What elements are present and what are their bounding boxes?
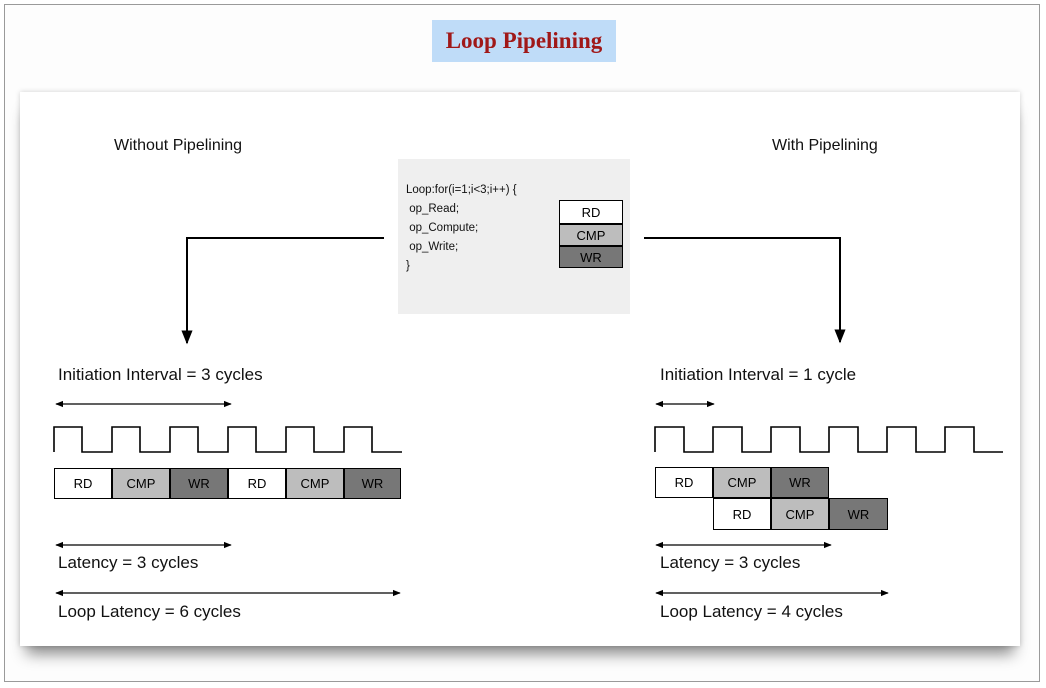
code-line: op_Compute; (406, 222, 479, 234)
legend-stage-wr: WR (559, 246, 623, 268)
right-loop-latency: Loop Latency = 4 cycles (660, 602, 843, 621)
right-heading: With Pipelining (772, 137, 878, 154)
legend-stage-rd: RD (559, 200, 623, 224)
left-flow-arrow (181, 237, 384, 345)
right-stage-wr: WR (829, 498, 888, 530)
right-stage-rd: RD (713, 498, 771, 530)
right-initiation-interval: Initiation Interval = 1 cycle (660, 365, 857, 384)
right-clock-waveform (654, 426, 1003, 453)
left-stage-cmp: CMP (286, 468, 344, 499)
left-clock-waveform (53, 426, 402, 453)
code-line: op_Write; (406, 241, 459, 253)
page-title: Loop Pipelining (432, 20, 616, 62)
left-initiation-interval: Initiation Interval = 3 cycles (58, 365, 263, 384)
left-stage-rd: RD (228, 468, 286, 499)
legend-stage-cmp: CMP (559, 224, 623, 246)
right-stage-cmp: CMP (713, 467, 771, 498)
right-flow-arrow (644, 237, 846, 344)
code-line: Loop:for(i=1;i<3;i++) { (406, 184, 517, 196)
left-stage-rd: RD (54, 468, 112, 499)
right-latency: Latency = 3 cycles (660, 553, 801, 572)
code-line: } (406, 260, 410, 272)
left-stage-cmp: CMP (112, 468, 170, 499)
right-stage-rd: RD (655, 467, 713, 498)
left-loop-latency: Loop Latency = 6 cycles (58, 602, 241, 621)
right-stage-wr: WR (771, 467, 829, 498)
left-heading: Without Pipelining (114, 137, 243, 154)
right-stage-cmp: CMP (771, 498, 829, 530)
left-stage-wr: WR (344, 468, 401, 499)
left-stage-wr: WR (170, 468, 228, 499)
left-latency: Latency = 3 cycles (58, 553, 199, 572)
code-line: op_Read; (406, 203, 460, 215)
